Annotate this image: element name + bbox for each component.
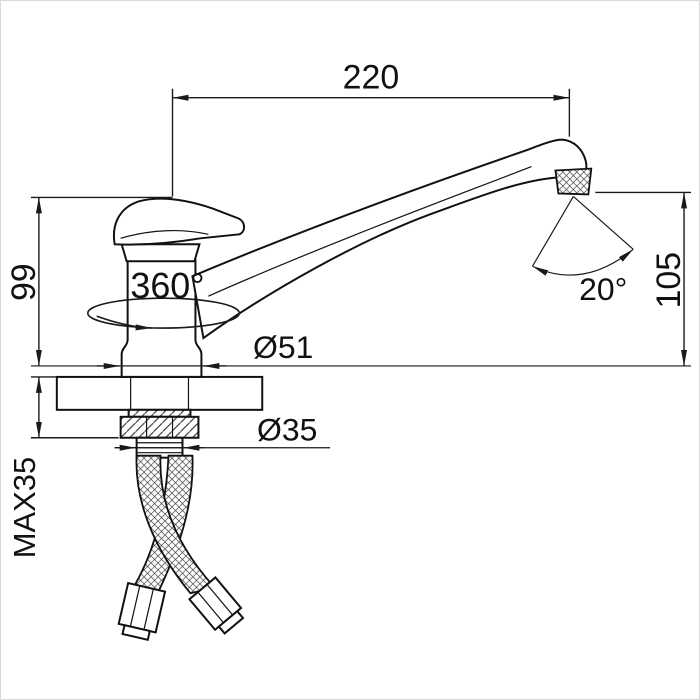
- annotation-label-spout-angle: 20°: [579, 271, 627, 307]
- hex-face-line: [129, 585, 141, 627]
- dimension-label-spout-reach: 220: [343, 59, 400, 97]
- handle-joint-line: [120, 229, 209, 239]
- spout: [191, 138, 593, 340]
- dimension-spout-height: 105: [595, 191, 692, 366]
- rotation-ellipse: [86, 297, 241, 329]
- angle-arc: [532, 248, 634, 276]
- deck-outline: [55, 375, 264, 411]
- annotation-spout-angle: 20°: [531, 195, 634, 307]
- angle-ray-left: [531, 196, 574, 267]
- hex-face-line: [206, 584, 234, 616]
- hex-nut-cap: [217, 609, 245, 635]
- faucet-illustration: [55, 138, 593, 641]
- lock-nut: [119, 415, 200, 439]
- dimension-label-body-height: 99: [5, 263, 43, 301]
- hex-face-line: [197, 591, 224, 624]
- body-outline: [120, 259, 203, 378]
- dimension-max-thickness: MAX35: [7, 376, 119, 558]
- dimension-body-height: 99: [5, 196, 173, 366]
- supply-hoses: [117, 454, 245, 641]
- hex-face-line: [143, 588, 154, 630]
- dimension-base-diameter: Ø51: [96, 329, 313, 369]
- aerator: [554, 167, 593, 196]
- angle-ray-right: [572, 195, 634, 250]
- bonnet: [120, 243, 201, 263]
- annotation-swivel: 360°: [86, 266, 241, 331]
- rotation-arrow: [96, 315, 152, 331]
- hose-end-nut-left: [117, 581, 167, 641]
- spout-highlight-line: [208, 165, 532, 297]
- dimension-label-spout-height: 105: [650, 252, 688, 309]
- dimension-spout-reach: 220: [171, 59, 571, 197]
- hose-end-nut-right: [188, 576, 245, 635]
- dimension-label-max-thickness: MAX35: [7, 457, 42, 558]
- dimension-label-base-diameter: Ø51: [253, 329, 313, 365]
- dimension-label-thread-diameter: Ø35: [257, 412, 317, 448]
- dimension-thread-diameter: Ø35: [114, 412, 331, 451]
- washer: [127, 408, 192, 418]
- counter-deck: [55, 375, 264, 411]
- spout-tube: [191, 138, 588, 340]
- hex-nut-cap: [121, 624, 151, 641]
- handle-outline: [112, 197, 246, 246]
- mounting-nut: [119, 408, 200, 439]
- lever-handle: [112, 197, 246, 263]
- annotation-label-swivel: 360°: [130, 266, 204, 306]
